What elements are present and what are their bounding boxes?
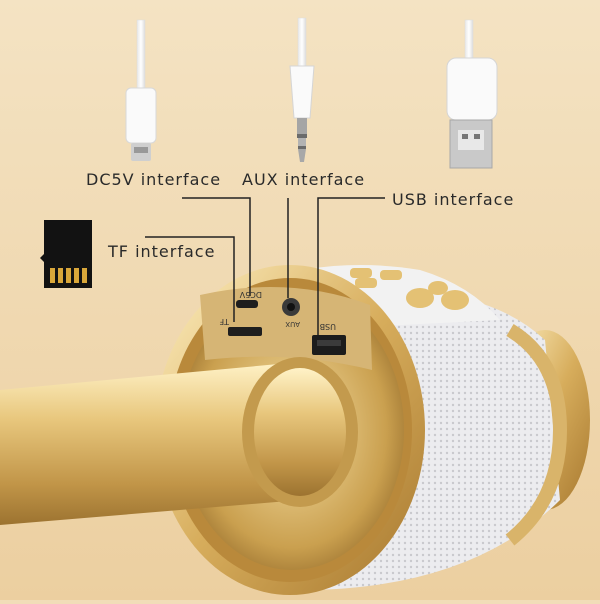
usb-marking: USB <box>320 322 336 331</box>
aux-jack-cable-icon <box>289 17 315 162</box>
dc5v-interface-label: DC5V interface <box>86 170 222 189</box>
usb-interface-label: USB interface <box>392 190 515 209</box>
aux-interface-label: AUX interface <box>242 170 366 189</box>
tf-card-icon <box>40 220 92 288</box>
control-button <box>355 278 377 288</box>
aux-marking: AUX <box>285 320 300 328</box>
usb-a-cable-icon <box>446 19 498 169</box>
tf-leader-line <box>145 236 235 322</box>
dc5v-port <box>236 300 258 308</box>
control-button <box>428 281 448 295</box>
port-ring: TF DC5V AUX USB <box>155 265 425 595</box>
leader-lines <box>145 197 385 335</box>
dc5v-leader-line <box>182 197 251 296</box>
tf-marking: TF <box>219 317 230 326</box>
micro-usb-cable-icon <box>125 19 157 161</box>
tf-slot <box>228 327 262 336</box>
tf-interface-label: TF interface <box>108 242 216 261</box>
control-button <box>380 270 402 280</box>
usb-leader-line <box>317 197 385 335</box>
microphone-handle <box>0 357 358 525</box>
control-button <box>350 268 372 278</box>
control-button <box>406 288 434 308</box>
control-button <box>441 290 469 310</box>
